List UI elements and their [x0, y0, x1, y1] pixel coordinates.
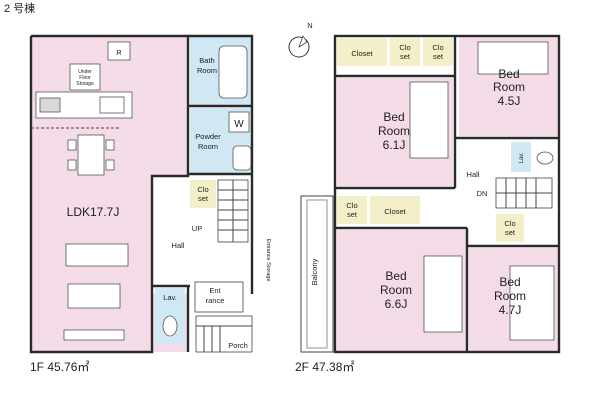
balcony-rail: [306, 199, 328, 349]
stairs-2f: [495, 177, 553, 209]
storage-line1: Under: [78, 69, 92, 75]
bed2-label-1: Bed: [383, 110, 404, 124]
storage-line3: Storage: [76, 81, 94, 87]
vanity-sink-icon: [232, 145, 252, 171]
bath-label-1: Bath: [199, 56, 214, 65]
clo-2f-top-b-label-1: Clo: [432, 43, 443, 52]
compass-north-label: N: [307, 21, 312, 30]
bed1-label-1: Bed: [498, 67, 519, 81]
bed2-label-2: Room: [378, 124, 410, 138]
coffee-table: [67, 283, 121, 309]
clo-2f-top-a-label-2: set: [400, 52, 411, 61]
bed1-label-3: 4.5J: [498, 94, 521, 108]
closet-2f-mid-label: Closet: [384, 207, 406, 216]
bath-label-2: Room: [197, 66, 217, 75]
hall-2f-label: Hall: [467, 170, 480, 179]
lav-2f-label: Lav.: [519, 152, 525, 163]
refrigerator-label: R: [116, 48, 122, 57]
floor2-area: 2F 47.38㎡: [295, 360, 354, 374]
clo-2f-mid-label-2: set: [347, 210, 358, 219]
compass: N: [288, 21, 313, 58]
porch: [195, 315, 253, 353]
floor1-area: 1F 45.76㎡: [30, 360, 89, 374]
wall-2f-outer: [333, 34, 561, 354]
lavatory-2f: [511, 142, 531, 172]
refrigerator-icon: [107, 41, 131, 61]
clo-2f-stair: [496, 214, 524, 242]
dining-table: [77, 134, 105, 176]
clo-2f-stair-label-1: Clo: [504, 219, 515, 228]
stove-icon: [39, 97, 61, 113]
tv-stand: [63, 329, 125, 341]
closet-2f-top: [337, 38, 387, 66]
balcony-label: Balcony: [310, 258, 319, 285]
storage-line2: Floor: [79, 75, 91, 81]
underfloor-storage: [69, 63, 101, 91]
clo-2f-mid-label-1: Clo: [346, 201, 357, 210]
powder-label-1: Powder: [195, 132, 221, 141]
powder-label-2: Room: [198, 142, 218, 151]
washer-icon: [228, 111, 250, 133]
bed1-label-2: Room: [493, 80, 525, 94]
dining-chair: [67, 159, 77, 171]
clo-2f-stair-label-2: set: [505, 228, 516, 237]
bed2-label-3: 6.1J: [383, 138, 406, 152]
entrance-label-2: rance: [206, 296, 225, 305]
bathtub-icon: [218, 45, 248, 99]
dn-label: DN: [477, 189, 488, 198]
wall-1f-east: [188, 34, 254, 294]
clo-2f-top-a: [390, 38, 420, 66]
sink-icon: [99, 96, 125, 114]
clo-2f-top-a-label-1: Clo: [399, 43, 410, 52]
washer-label: W: [234, 119, 244, 130]
closet-1f-label-2: set: [198, 194, 209, 203]
building-title: 2 号棟: [4, 1, 35, 15]
stairs-1f: [217, 179, 249, 243]
bed-icon: [409, 81, 449, 159]
toilet-icon: [536, 151, 554, 165]
bed3-label-1: Bed: [385, 269, 406, 283]
sofa: [65, 243, 129, 267]
closet-2f-top-label: Closet: [351, 49, 373, 58]
closet-1f: [190, 180, 216, 208]
bed4-label-3: 4.7J: [499, 303, 522, 317]
porch-label: Porch: [228, 341, 248, 350]
clo-2f-top-b: [423, 38, 453, 66]
bed-icon: [477, 41, 549, 75]
floor-2: Closet Clo set Clo set Bed Room 4.5J Bed…: [295, 34, 561, 374]
lav-1f-label: Lav.: [163, 293, 177, 302]
entrance: [194, 281, 244, 313]
dining-chair: [105, 159, 115, 171]
ldk-label: LDK17.7J: [67, 205, 120, 219]
floor-1: R Under Floor Storage LDK17.7J Bath Room…: [29, 34, 271, 374]
closet-2f-mid: [370, 196, 420, 224]
bed4-label-1: Bed: [499, 275, 520, 289]
entrance-label-1: Ent: [209, 286, 221, 295]
toilet-icon: [162, 315, 178, 337]
closet-1f-label-1: Clo: [197, 185, 208, 194]
clo-2f-top-b-label-2: set: [433, 52, 444, 61]
bed3-label-2: Room: [380, 283, 412, 297]
up-label: UP: [192, 224, 202, 233]
shoe-storage-label: Entrance Storage: [265, 239, 271, 282]
dining-chair: [67, 139, 77, 151]
bed-icon: [423, 255, 463, 333]
hall-1f-label: Hall: [172, 241, 185, 250]
bed4-label-2: Room: [494, 289, 526, 303]
clo-2f-mid: [337, 196, 367, 224]
dining-chair: [105, 139, 115, 151]
bed-icon: [509, 265, 555, 341]
bed3-label-3: 6.6J: [385, 297, 408, 311]
